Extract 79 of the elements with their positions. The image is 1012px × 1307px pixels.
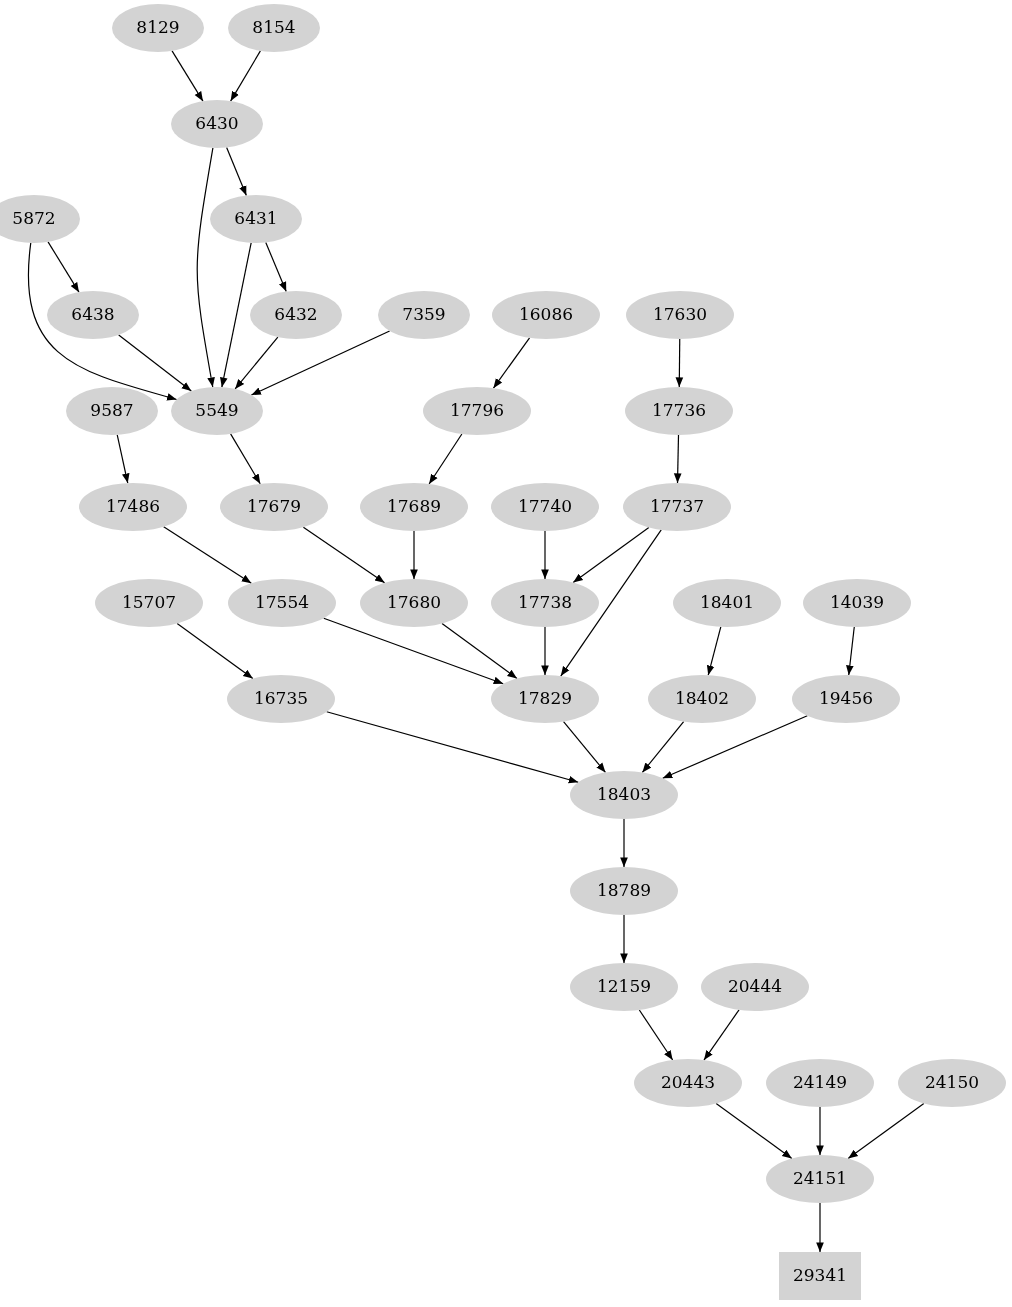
ellipse-node: 17829 xyxy=(491,675,599,723)
ellipse-node: 17738 xyxy=(491,579,599,627)
ellipse-node: 5549 xyxy=(171,387,263,435)
arrow xyxy=(265,241,287,293)
arrow xyxy=(47,241,80,293)
ellipse-node: 20444 xyxy=(701,963,809,1011)
ellipse-node: 6430 xyxy=(171,100,263,148)
arrow xyxy=(234,336,279,390)
arrow xyxy=(326,711,579,784)
ellipse-node: 14039 xyxy=(803,579,911,627)
ellipse-node: 17679 xyxy=(220,483,328,531)
ellipse-node: 16086 xyxy=(492,291,600,339)
ellipse-node: 17796 xyxy=(423,387,531,435)
ellipse-node: 24151 xyxy=(766,1155,874,1203)
ellipse-node: 7359 xyxy=(378,291,470,339)
ellipse-node: 12159 xyxy=(570,963,678,1011)
ellipse-node: 18403 xyxy=(570,771,678,819)
ellipse-node: 17737 xyxy=(623,483,731,531)
ellipse-node: 24149 xyxy=(766,1059,874,1107)
ellipse-node: 17630 xyxy=(626,291,734,339)
ellipse-node: 17486 xyxy=(79,483,187,531)
ellipse-node: 6431 xyxy=(210,195,302,243)
arrow xyxy=(323,617,504,685)
arrow xyxy=(638,1009,674,1061)
ellipse-node: 17554 xyxy=(228,579,336,627)
ellipse-node: 20443 xyxy=(634,1059,742,1107)
arrow xyxy=(163,526,252,584)
arrow xyxy=(715,1102,793,1160)
arrow xyxy=(816,1106,824,1156)
arrow xyxy=(116,434,130,484)
arrow xyxy=(703,1009,740,1061)
arrow xyxy=(562,720,607,774)
ellipse-node: 9587 xyxy=(66,387,158,435)
ellipse-node: 17740 xyxy=(491,483,599,531)
arrow xyxy=(673,434,682,484)
arrow xyxy=(847,1102,925,1160)
ellipse-node: 8129 xyxy=(112,4,204,52)
ellipse-node: 19456 xyxy=(792,675,900,723)
ellipse-node: 17680 xyxy=(360,579,468,627)
arrow xyxy=(410,530,418,580)
arrow xyxy=(675,338,684,388)
ellipse-node: 8154 xyxy=(228,4,320,52)
ellipse-node: 16735 xyxy=(227,675,335,723)
ellipse-node: 18402 xyxy=(648,675,756,723)
arrow xyxy=(441,622,518,680)
arrow xyxy=(226,146,247,197)
ellipse-node: 18401 xyxy=(673,579,781,627)
arrow xyxy=(302,526,386,584)
arrow xyxy=(118,334,192,392)
arrow xyxy=(706,626,722,676)
arrow xyxy=(230,50,261,102)
arrow xyxy=(816,1202,824,1253)
arrow xyxy=(250,330,391,396)
ellipse-node: 18789 xyxy=(570,867,678,915)
ellipse-node: 17689 xyxy=(360,483,468,531)
arrow xyxy=(176,622,254,680)
arrow xyxy=(541,530,549,580)
ellipse-node: 6432 xyxy=(250,291,342,339)
arrow xyxy=(428,433,463,485)
arrow xyxy=(662,715,808,779)
arrow xyxy=(560,529,662,677)
ellipse-node: 6438 xyxy=(47,291,139,339)
arrow xyxy=(572,526,650,584)
arrow xyxy=(620,914,628,964)
arrow xyxy=(492,337,531,389)
arrow xyxy=(846,626,855,676)
arrow xyxy=(641,720,685,774)
arrow xyxy=(620,818,628,868)
ellipse-node: 15707 xyxy=(95,579,203,627)
arrow xyxy=(230,433,261,485)
arrow xyxy=(171,50,204,102)
ellipse-node: 17736 xyxy=(625,387,733,435)
process-box: 29341 xyxy=(779,1252,861,1300)
ellipse-node: 5872 xyxy=(0,195,80,243)
arrow xyxy=(196,147,215,388)
arrow xyxy=(220,242,252,388)
arrow xyxy=(27,242,178,401)
ellipse-node: 24150 xyxy=(898,1059,1006,1107)
arrow xyxy=(541,626,549,676)
